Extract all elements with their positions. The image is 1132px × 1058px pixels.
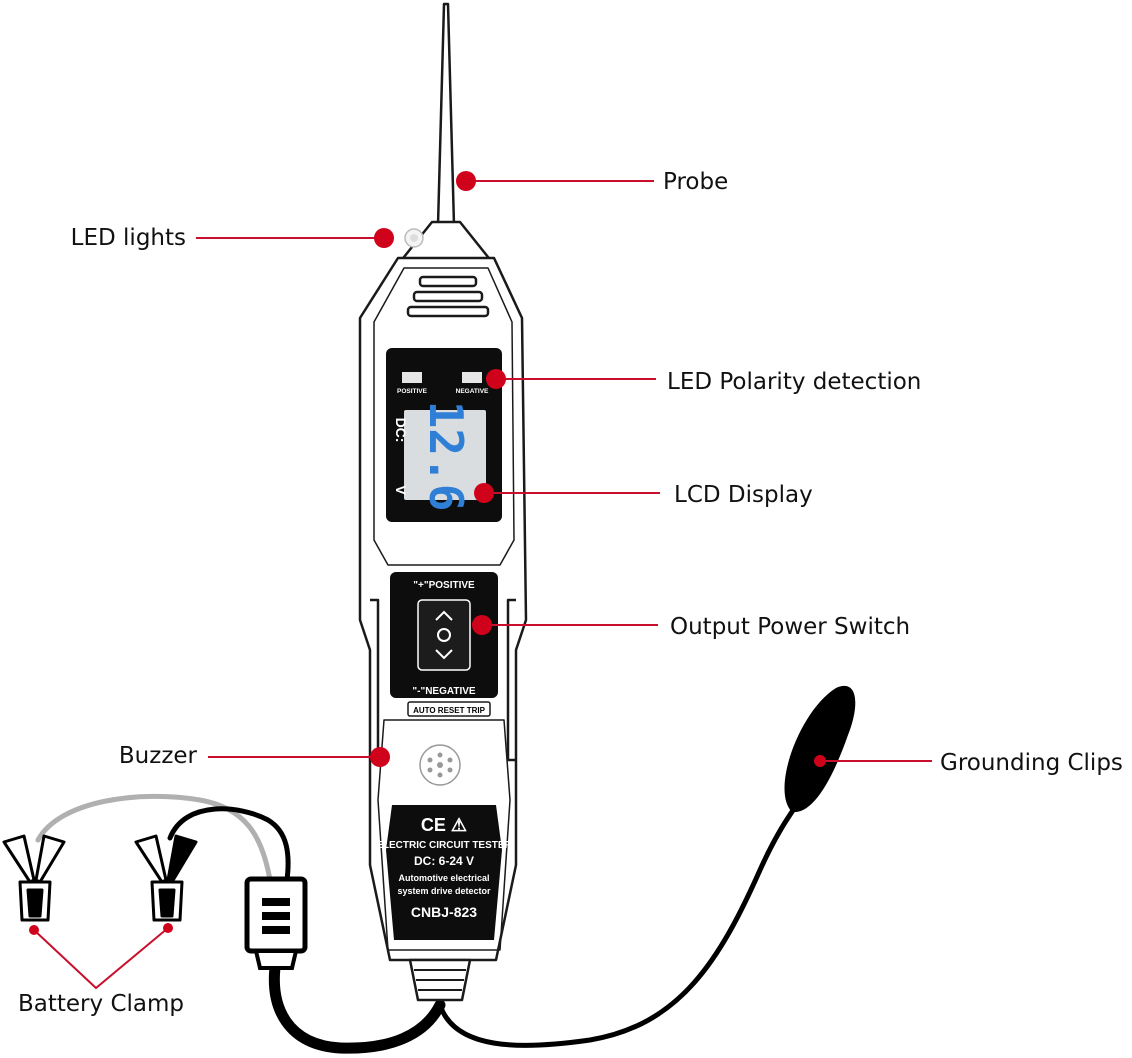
dot-grounding-clips <box>814 755 826 767</box>
lcd-dc-label: DC: <box>393 418 409 443</box>
switch-down-arrow-icon <box>435 649 453 660</box>
label-probe: Probe <box>663 169 728 195</box>
dot-buzzer <box>370 747 390 767</box>
battery-clamp-left <box>2 834 66 922</box>
lcd-unit-label: V <box>393 485 409 495</box>
label-buzzer: Buzzer <box>119 743 198 769</box>
buzzer-grille <box>419 744 461 786</box>
gray-battery-wire <box>35 793 273 883</box>
grounding-clip <box>784 685 856 813</box>
dot-led-polarity <box>486 369 506 389</box>
dot-battery-clamp-left <box>29 925 39 935</box>
product-title: ELECTRIC CIRCUIT TESTER <box>376 840 512 851</box>
leader-battery-clamp <box>33 927 169 990</box>
power-switch[interactable] <box>417 599 471 671</box>
product-label-plate: CE ⚠ ELECTRIC CIRCUIT TESTER DC: 6-24 V … <box>376 805 513 940</box>
led-negative <box>462 372 482 383</box>
callout-leaders <box>33 180 932 990</box>
label-grounding-clips: Grounding Clips <box>940 750 1123 776</box>
cables <box>35 793 803 1054</box>
connector-cable <box>268 954 446 1054</box>
label-lcd-display: LCD Display <box>674 482 813 508</box>
model-number: CNBJ-823 <box>411 904 477 920</box>
lcd-reading: 12.6 <box>419 401 473 512</box>
black-battery-wire <box>167 806 291 883</box>
led-positive <box>402 372 422 383</box>
battery-clamp-right <box>134 834 198 922</box>
indicator-positive-label: POSITIVE <box>397 388 428 395</box>
led-light-indicator <box>404 228 424 248</box>
lcd-screen <box>404 410 486 500</box>
dot-battery-clamp-right <box>163 923 173 933</box>
grounding-cable <box>437 797 803 1048</box>
dot-output-switch <box>472 615 492 635</box>
auto-reset-badge: AUTO RESET TRIP <box>407 701 491 717</box>
switch-negative-label: "-"NEGATIVE <box>412 686 476 697</box>
label-led-lights: LED lights <box>71 225 186 251</box>
description-line-1: Automotive electrical <box>398 873 489 883</box>
dc-range: DC: 6-24 V <box>414 854 474 868</box>
cable-connector <box>244 876 308 970</box>
switch-positive-label: "+"POSITIVE <box>413 580 475 591</box>
switch-panel: "+"POSITIVE "-"NEGATIVE <box>390 572 498 698</box>
probe-needle <box>436 2 456 227</box>
switch-off-icon <box>437 628 451 642</box>
dot-lcd-display <box>474 483 494 503</box>
description-line-2: system drive detector <box>397 886 491 896</box>
label-output-switch: Output Power Switch <box>670 614 910 640</box>
display-panel: POSITIVE NEGATIVE DC: V 12.6 <box>386 348 502 522</box>
certification-marks: CE ⚠ <box>421 815 467 835</box>
switch-up-arrow-icon <box>435 610 453 621</box>
dot-led-lights <box>374 228 394 248</box>
label-battery-clamp: Battery Clamp <box>18 991 184 1017</box>
dot-probe <box>456 171 476 191</box>
callout-dots <box>29 171 826 935</box>
indicator-negative-label: NEGATIVE <box>456 388 489 395</box>
label-led-polarity: LED Polarity detection <box>667 369 921 395</box>
auto-reset-label: AUTO RESET TRIP <box>413 706 486 715</box>
